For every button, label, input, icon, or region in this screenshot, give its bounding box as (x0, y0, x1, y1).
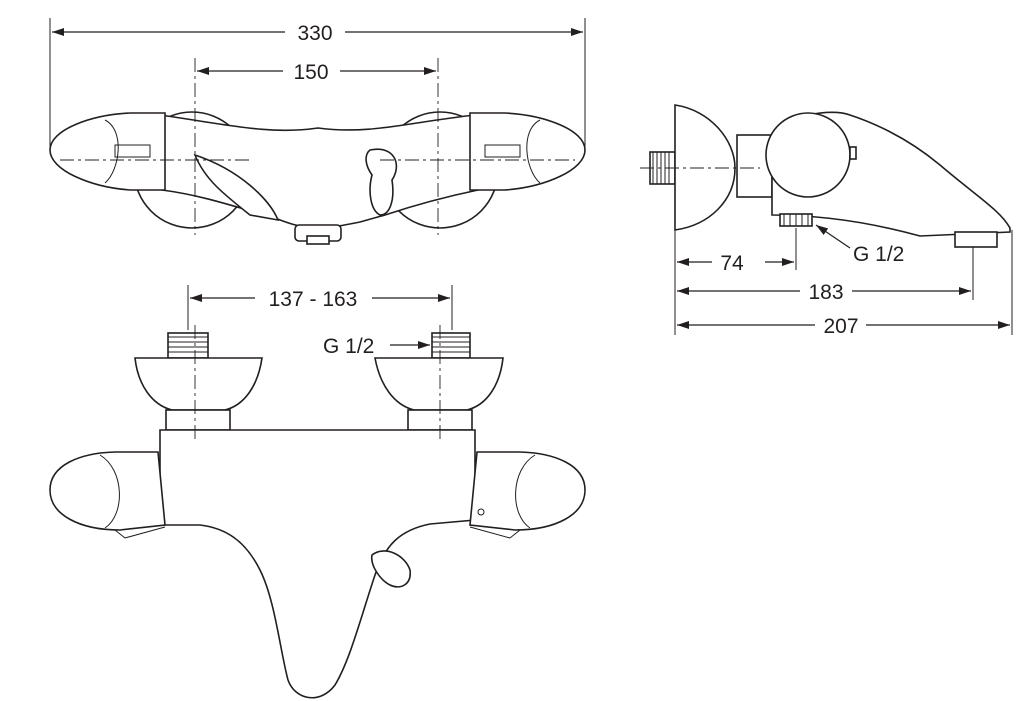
dimension-137-163: 137 - 163 (269, 288, 358, 311)
dimension-150: 150 (293, 61, 328, 84)
label-g-half-side: G 1/2 (853, 243, 904, 266)
dimension-74: 74 (720, 252, 744, 275)
top-view: 330 150 (49, 18, 586, 245)
label-g-half-front: G 1/2 (323, 335, 374, 358)
dimension-183: 183 (808, 281, 843, 304)
side-view: 74 G 1/2 183 207 (640, 104, 1013, 338)
dimension-207: 207 (823, 315, 858, 338)
dimension-330: 330 (297, 22, 332, 45)
front-view: 137 - 163 G 1/2 (49, 285, 586, 699)
